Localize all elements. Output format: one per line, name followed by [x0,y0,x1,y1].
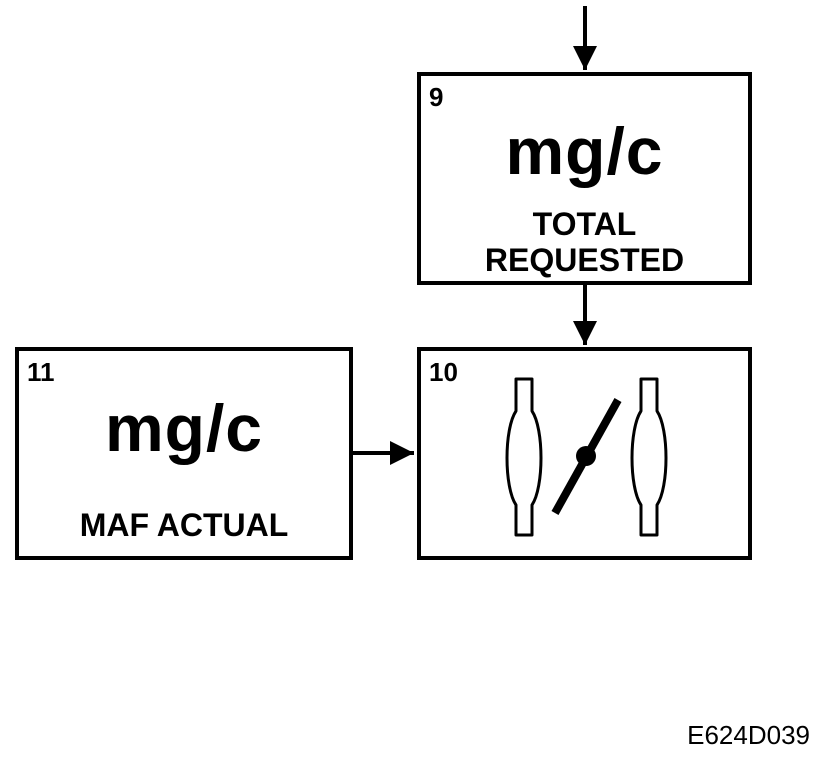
throttle-box: 10 [417,347,752,560]
box-number: 9 [429,82,444,112]
box-number: 10 [429,357,458,387]
figure-id: E624D039 [687,720,810,750]
box-number: 11 [27,357,55,387]
label-line-1: TOTAL [532,206,637,242]
maf-actual-box: 11 mg/c MAF ACTUAL [15,347,353,560]
total-requested-box: 9 mg/c TOTAL REQUESTED [417,72,752,285]
unit-text: mg/c [104,391,264,465]
throttle-bore-right [630,377,668,537]
unit-text: mg/c [505,114,664,188]
throttle-bore-left [505,377,543,537]
box-label: TOTAL REQUESTED [421,206,748,278]
throttle-shaft [576,446,596,466]
label-line-2: REQUESTED [484,242,685,278]
throttle-plate-icon [505,377,668,537]
box-label: MAF ACTUAL [79,507,289,543]
